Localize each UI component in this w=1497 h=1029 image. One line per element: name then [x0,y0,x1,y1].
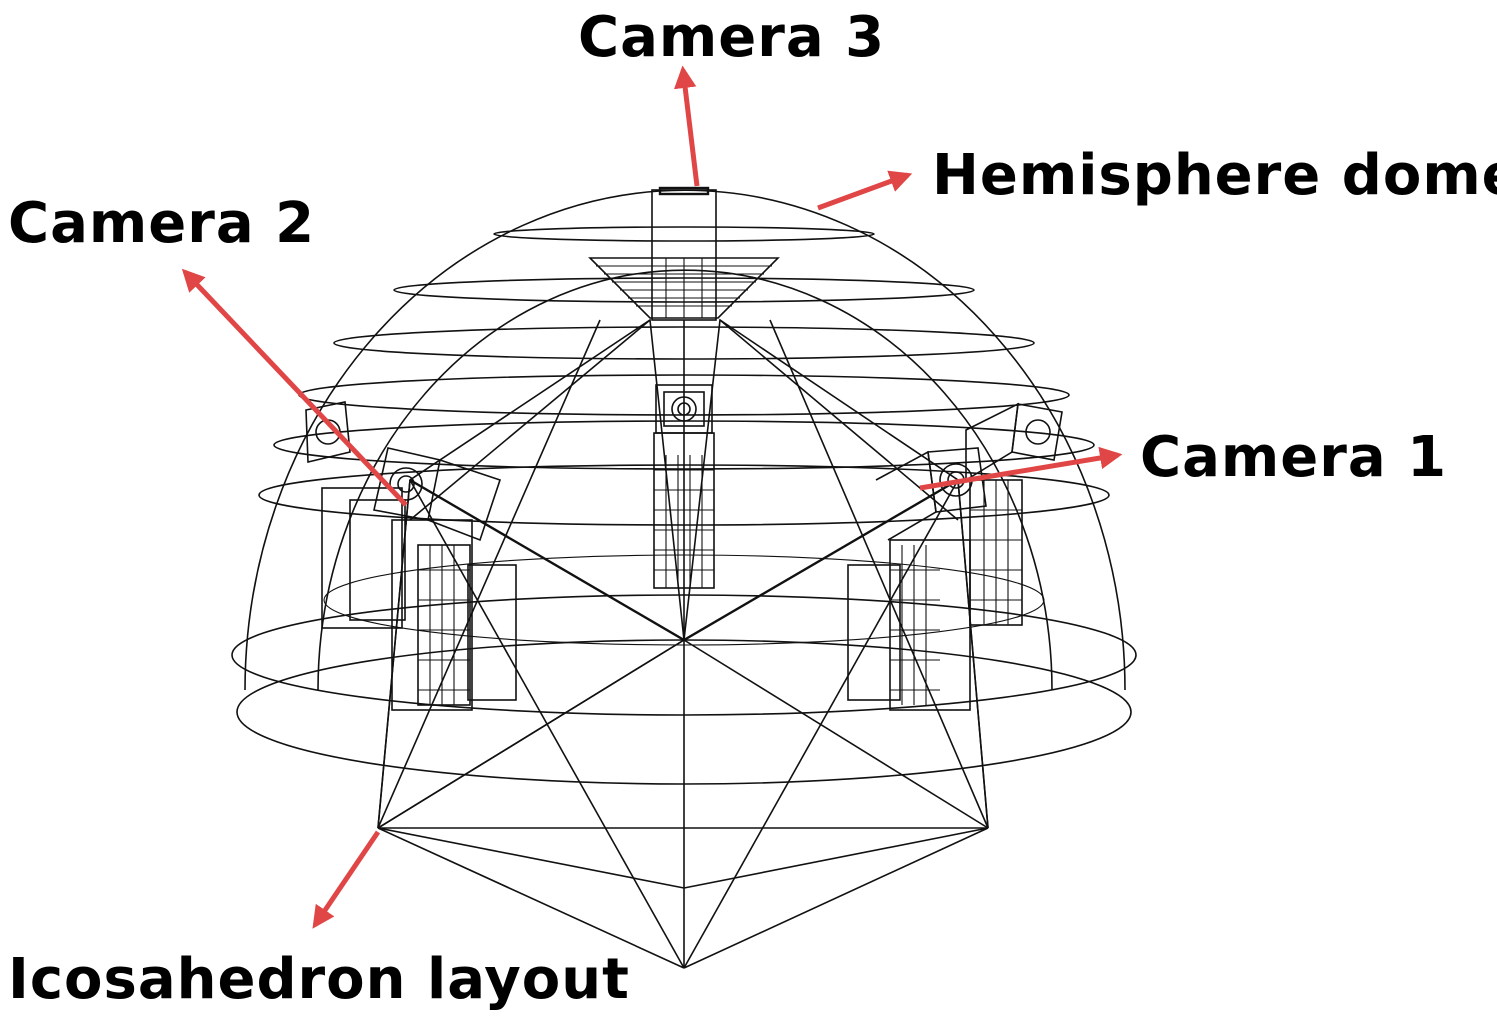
annotation-arrows [181,65,1123,929]
arrow-hemisphere-dome [817,170,913,211]
icosahedron-wireframe [377,318,989,969]
camera-1-model [847,402,1063,711]
camera-3-model [588,186,780,321]
arrow-camera-2 [181,268,408,507]
icosahedron-layout-label: Icosahedron layout [8,947,630,1012]
arrow-icosahedron-layout [312,830,381,929]
camera-2-model [305,401,517,711]
center-camera-model [653,384,715,589]
camera-2-label: Camera 2 [8,191,316,256]
camera-1-label: Camera 1 [1140,425,1448,490]
hemisphere-dome-label: Hemisphere dome [932,143,1497,208]
camera-3-label: Camera 3 [578,5,886,70]
arrow-camera-1 [919,446,1123,491]
arrow-camera-3 [673,65,700,187]
